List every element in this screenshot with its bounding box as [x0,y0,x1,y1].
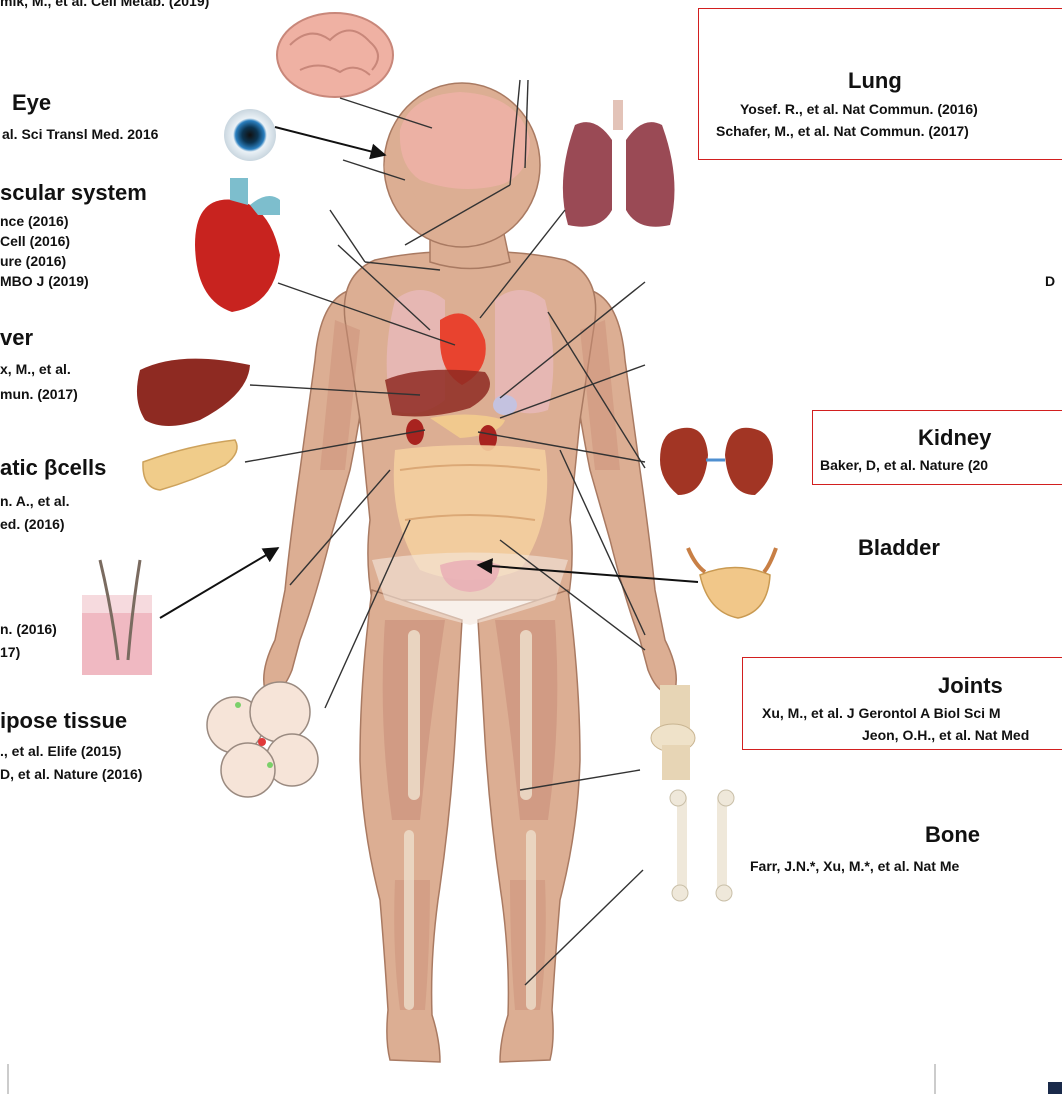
pancreas-icon [143,440,237,490]
eyeball-icon [224,109,276,161]
knee-joint-icon [651,685,695,780]
liver-icon [137,359,250,426]
adipose-ref-1: ., et al. Elife (2015) [0,742,121,761]
kidney-title: Kidney [918,425,991,451]
adipose-ref-2: D, et al. Nature (2016) [0,765,142,784]
eye-title: Eye [12,90,51,116]
joints-title: Joints [938,673,1003,699]
joints-ref-1: Xu, M., et al. J Gerontol A Biol Sci M [762,704,1001,723]
cardiovascular-ref-1: nce (2016) [0,212,68,231]
pancreatic-ref-1: n. A., et al. [0,492,70,511]
bladder-title: Bladder [858,535,940,561]
lung-title: Lung [848,68,902,94]
liver-ref-1: x, M., et al. [0,360,71,379]
cardiovascular-title: scular system [0,180,147,206]
corner-logo-fragment [1048,1082,1062,1094]
lungs-icon [563,100,675,227]
cardiovascular-ref-2: Cell (2016) [0,232,70,251]
human-body-figure [264,83,677,1062]
liver-title: ver [0,325,33,351]
bone-ref-1: Farr, J.N.*, Xu, M.*, et al. Nat Me [750,857,959,876]
kidneys-icon [660,428,773,495]
lung-ref-2: Schafer, M., et al. Nat Commun. (2017) [716,122,969,141]
pancreatic-ref-2: ed. (2016) [0,515,65,534]
cardiovascular-ref-3: ure (2016) [0,252,66,271]
heart-icon [195,178,280,312]
pancreatic-title: atic βcells [0,455,106,481]
truncated-label: D [1045,272,1055,291]
skin-ref-2: 17) [0,643,20,662]
brain-icon [277,13,393,97]
bladder-icon [688,548,776,618]
skin-icon [82,560,152,675]
lung-ref-1: Yosef. R., et al. Nat Commun. (2016) [740,100,978,119]
adipose-title: ipose tissue [0,708,127,734]
bone-icon [670,790,734,901]
bone-title: Bone [925,822,980,848]
eye-reference: al. Sci Transl Med. 2016 [2,125,158,144]
skin-ref-1: n. (2016) [0,620,57,639]
cardiovascular-ref-4: MBO J (2019) [0,272,89,291]
kidney-ref-1: Baker, D, et al. Nature (20 [820,456,988,475]
adipose-cells-icon [207,682,318,797]
liver-ref-2: mun. (2017) [0,385,78,404]
top-reference: mik, M., et al. Cell Metab. (2019) [0,0,209,11]
joints-ref-2: Jeon, O.H., et al. Nat Med [862,726,1029,745]
